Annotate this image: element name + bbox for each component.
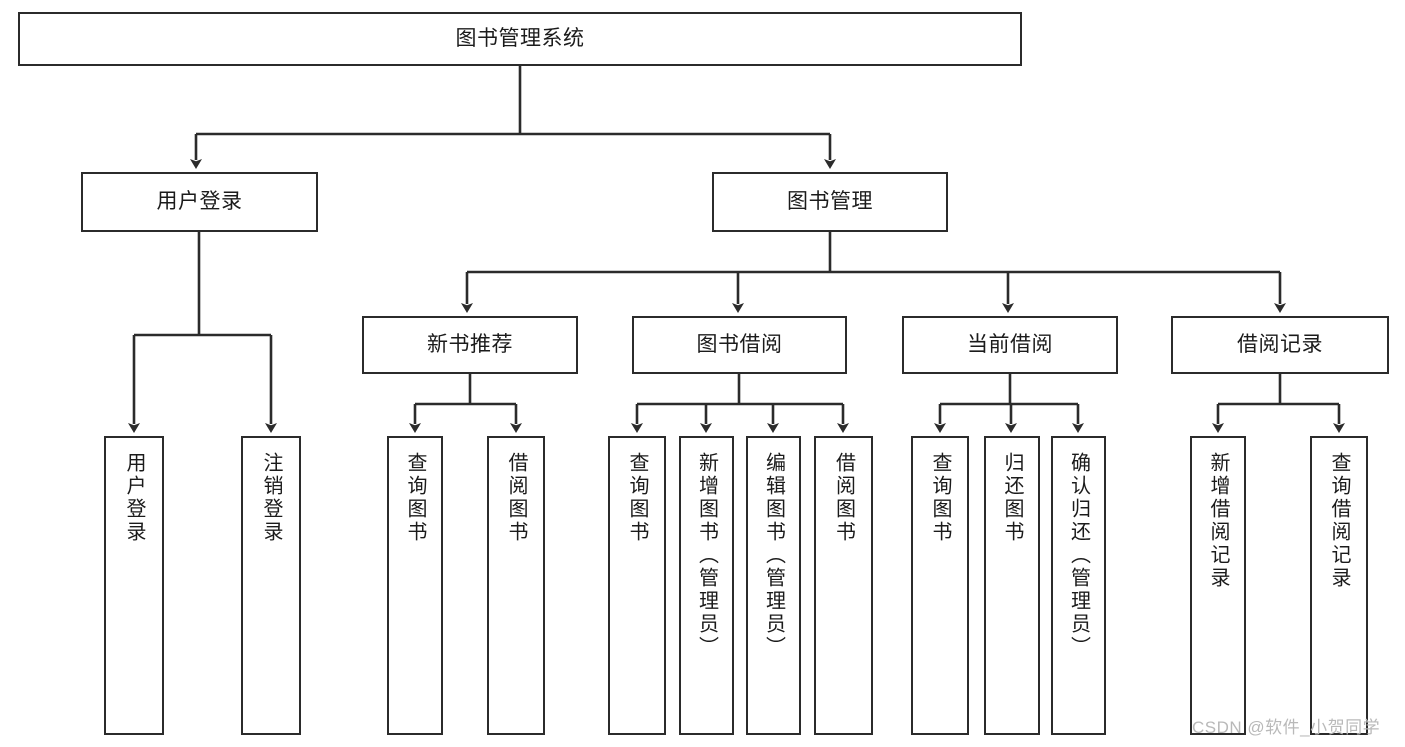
node-label: 图书管理 [787,189,873,213]
node-label: 图书借阅 [696,332,783,356]
node-label: 当前借阅 [967,332,1053,356]
node-label: 确认归还（管理员） [1067,452,1090,659]
leaf-user-login[interactable]: 用户登录 [104,436,164,735]
node-label: 用户登录 [156,189,243,213]
node-label: 新增借阅记录 [1207,452,1229,590]
node-label: 借阅图书 [505,452,527,544]
csdn-watermark: CSDN @软件_小贺同学 [1192,718,1381,737]
leaf-add-book-admin[interactable]: 新增图书（管理员） [679,436,734,735]
leaf-return-books[interactable]: 归还图书 [984,436,1040,735]
node-label: 查询图书 [626,452,648,544]
leaf-borrow-books-borrow[interactable]: 借阅图书 [814,436,873,735]
node-label: 查询图书 [929,452,951,544]
edges-current-to-leaves [934,374,1084,433]
node-new-book-recommend[interactable]: 新书推荐 [362,316,578,374]
leaf-query-books-newbook[interactable]: 查询图书 [387,436,443,735]
leaf-query-books-borrow[interactable]: 查询图书 [608,436,666,735]
node-book-management[interactable]: 图书管理 [712,172,948,232]
node-current-borrow[interactable]: 当前借阅 [902,316,1118,374]
node-label: 注销登录 [260,452,282,544]
leaf-borrow-books-newbook[interactable]: 借阅图书 [487,436,545,735]
node-label: 编辑图书（管理员） [762,452,785,659]
leaf-query-books-current[interactable]: 查询图书 [911,436,969,735]
edges-newbook-to-leaves [409,374,522,433]
edges-userlogin-to-leaves [128,232,277,433]
node-borrow-records[interactable]: 借阅记录 [1171,316,1389,374]
edges-borrow-to-leaves [631,374,849,433]
node-label: 查询图书 [404,452,426,544]
node-label: 借阅图书 [832,452,855,544]
node-root-book-management-system[interactable]: 图书管理系统 [18,12,1022,66]
node-label: 查询借阅记录 [1328,452,1350,590]
edges-bookmgmt-to-level2 [461,232,1286,313]
node-label: 借阅记录 [1237,332,1323,356]
node-label: 归还图书 [1001,452,1023,544]
node-label: 新书推荐 [427,332,513,356]
node-user-login[interactable]: 用户登录 [81,172,318,232]
node-label: 图书管理系统 [455,26,585,50]
edges-root-to-level1 [190,66,836,169]
leaf-add-borrow-record[interactable]: 新增借阅记录 [1190,436,1246,735]
node-book-borrow[interactable]: 图书借阅 [632,316,847,374]
leaf-logout-login[interactable]: 注销登录 [241,436,301,735]
node-label: 新增图书（管理员） [695,452,718,659]
edges-records-to-leaves [1212,374,1345,433]
leaf-query-borrow-record[interactable]: 查询借阅记录 [1310,436,1368,735]
leaf-edit-book-admin[interactable]: 编辑图书（管理员） [746,436,801,735]
node-label: 用户登录 [123,452,145,544]
leaf-confirm-return-admin[interactable]: 确认归还（管理员） [1051,436,1106,735]
